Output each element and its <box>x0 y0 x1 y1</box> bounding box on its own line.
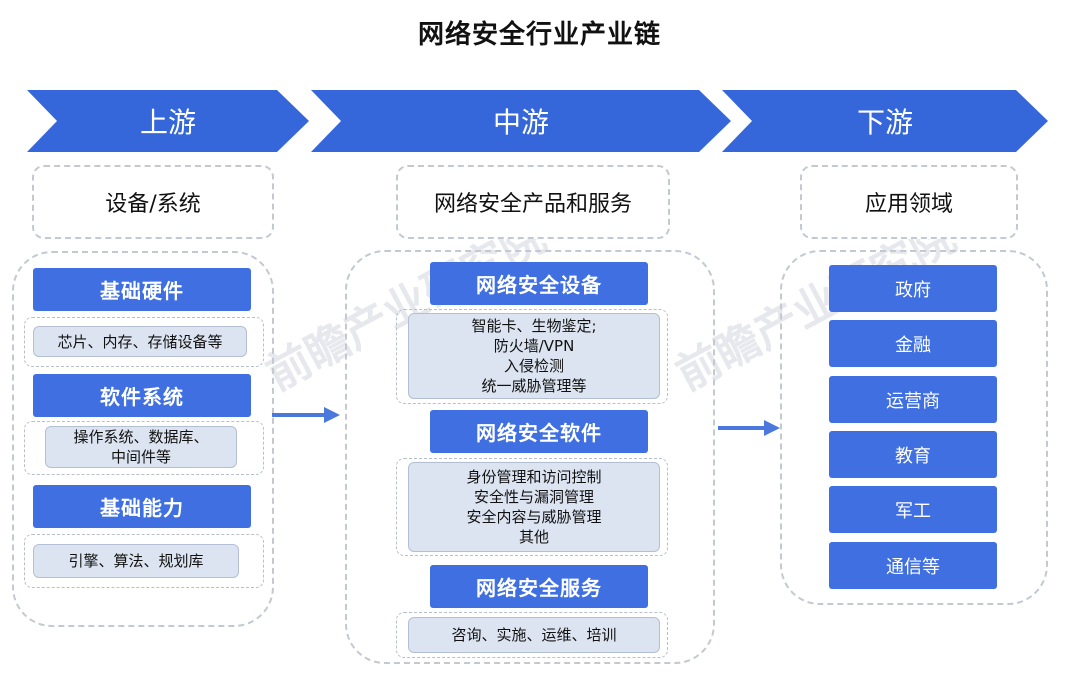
downstream-panel <box>780 250 1048 605</box>
application-item: 政府 <box>829 265 997 312</box>
upstream-item-box: 操作系统、数据库、 中间件等 <box>45 426 237 468</box>
item-text: 中间件等 <box>110 448 171 466</box>
midstream-sub-frame <box>396 309 668 404</box>
item-text: 其他 <box>518 528 549 546</box>
item-text: 入侵检测 <box>503 357 564 375</box>
item-text: 统一威胁管理等 <box>481 377 587 395</box>
midstream-sub-frame <box>396 458 668 556</box>
upstream-sub-frame <box>24 534 264 588</box>
application-item: 通信等 <box>829 542 997 589</box>
upstream-item-box: 引擎、算法、规划库 <box>33 544 239 578</box>
upstream-sub-frame <box>24 421 264 475</box>
chevron-downstream: 下游 <box>722 90 1048 152</box>
category-box-midstream: 网络安全产品和服务 <box>396 165 670 239</box>
upstream-panel <box>12 251 274 627</box>
upstream-sub-frame <box>24 317 264 367</box>
midstream-section-header: 网络安全服务 <box>430 565 648 608</box>
chevron-arrow-shape <box>722 90 1048 152</box>
category-box-downstream: 应用领域 <box>800 165 1018 239</box>
application-item: 教育 <box>829 431 997 478</box>
item-text: 操作系统、数据库、 <box>73 428 209 446</box>
midstream-panel <box>345 250 715 664</box>
flow-arrow-icon <box>272 407 340 423</box>
application-item: 金融 <box>829 320 997 367</box>
midstream-section-header: 网络安全设备 <box>430 262 648 305</box>
upstream-section-header: 基础能力 <box>33 485 251 528</box>
upstream-section-header: 基础硬件 <box>33 268 251 311</box>
item-text: 防火墙/VPN <box>493 337 575 355</box>
category-box-upstream: 设备/系统 <box>32 165 274 239</box>
midstream-section-header: 网络安全软件 <box>430 410 648 453</box>
stage-label-upstream: 上游 <box>139 106 196 139</box>
stage-label-downstream: 下游 <box>856 106 913 139</box>
midstream-item-box: 身份管理和访问控制 安全性与漏洞管理 安全内容与威胁管理 其他 <box>408 462 660 552</box>
upstream-item-box: 芯片、内存、存储设备等 <box>33 326 247 357</box>
chevron-arrow-shape <box>311 90 731 152</box>
item-text: 引擎、算法、规划库 <box>68 552 204 570</box>
application-item: 军工 <box>829 486 997 533</box>
flow-arrow-icon <box>718 420 780 436</box>
item-text: 咨询、实施、运维、培训 <box>451 626 617 644</box>
midstream-sub-frame <box>396 612 668 658</box>
item-text: 身份管理和访问控制 <box>466 468 602 486</box>
midstream-item-box: 咨询、实施、运维、培训 <box>408 617 660 653</box>
item-text: 安全性与漏洞管理 <box>473 488 594 506</box>
midstream-item-box: 智能卡、生物鉴定; 防火墙/VPN 入侵检测 统一威胁管理等 <box>408 313 660 399</box>
chevron-arrow-shape <box>27 90 309 152</box>
item-text: 智能卡、生物鉴定; <box>471 317 597 335</box>
stage-label-midstream: 中游 <box>492 106 549 139</box>
item-text: 芯片、内存、存储设备等 <box>57 332 223 351</box>
item-text: 安全内容与威胁管理 <box>466 508 602 526</box>
chevron-midstream: 中游 <box>311 90 731 152</box>
diagram-title: 网络安全行业产业链 <box>417 20 661 50</box>
chevron-upstream: 上游 <box>27 90 309 152</box>
application-item: 运营商 <box>829 376 997 423</box>
upstream-section-header: 软件系统 <box>33 374 251 417</box>
